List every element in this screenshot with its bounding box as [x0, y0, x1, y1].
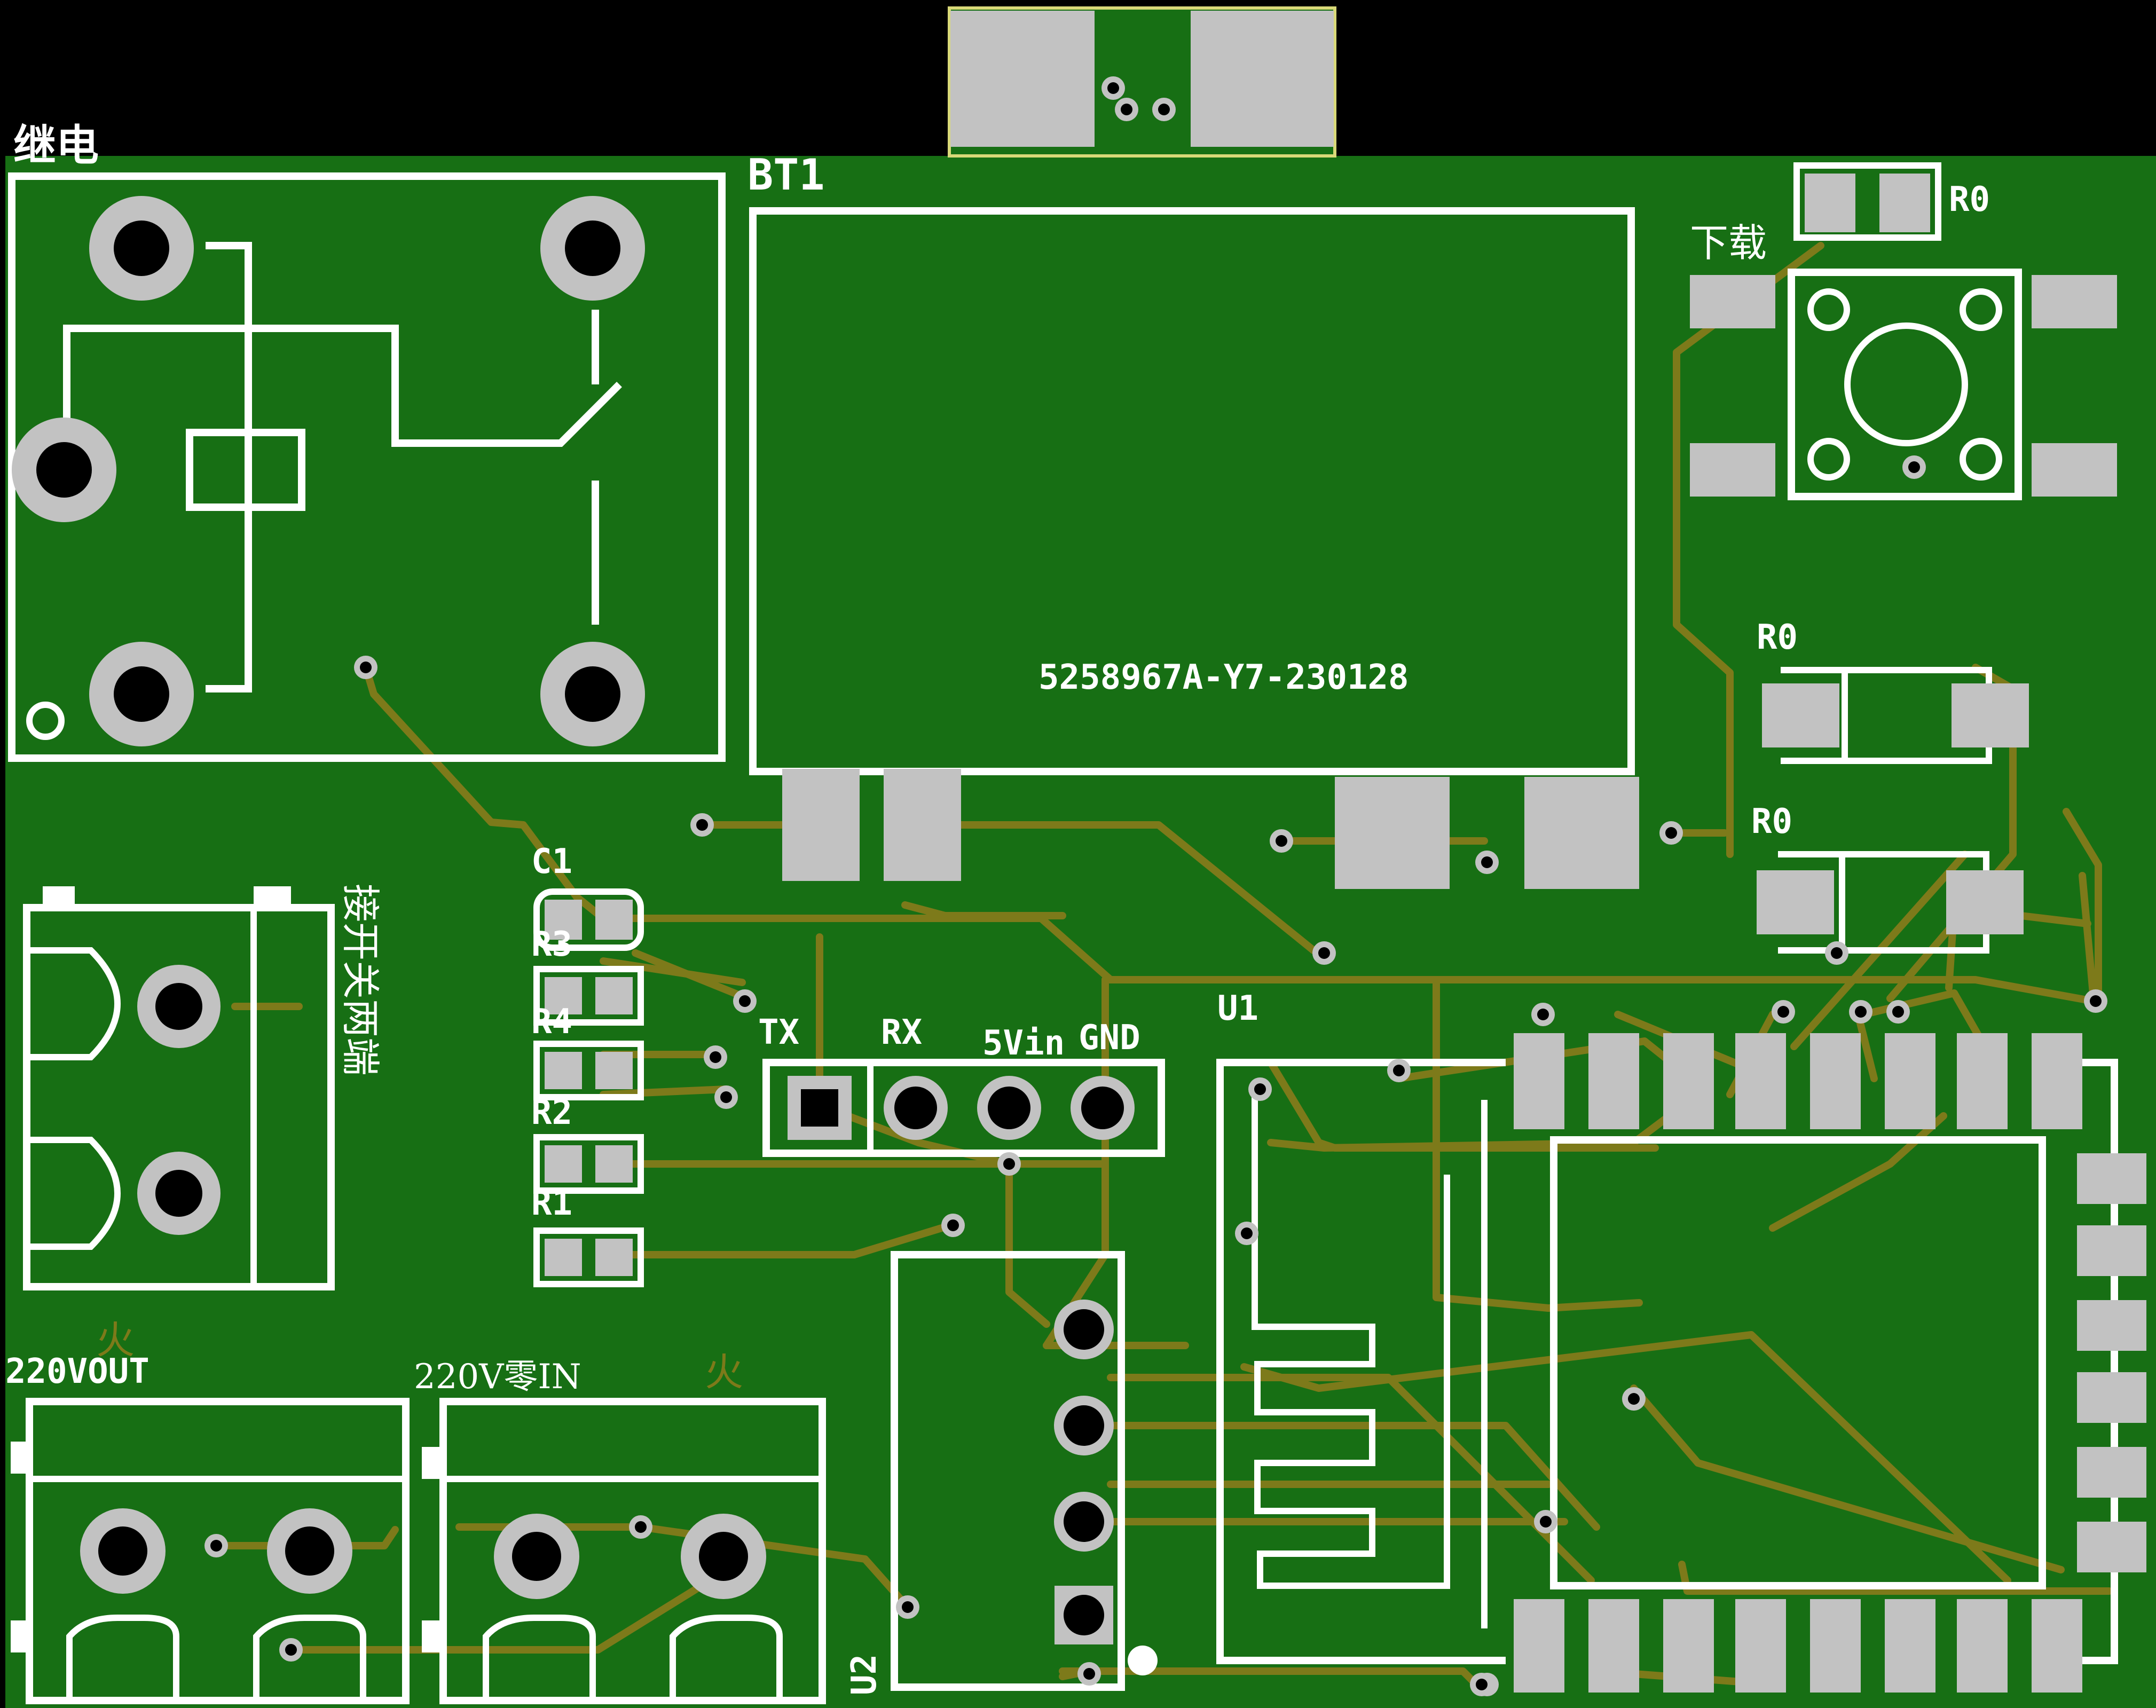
svg-text:R2: R2: [531, 1093, 572, 1132]
terminal-220v-out: 火 220VOUT: [5, 1318, 410, 1704]
download-button: [1690, 269, 2117, 500]
terminal-220v-in: 220V零IN 火: [414, 1350, 826, 1704]
svg-text:R0: R0: [1949, 180, 1990, 219]
svg-text:R3: R3: [531, 925, 572, 964]
svg-text:5Vin: 5Vin: [982, 1024, 1065, 1063]
relay-outline: [8, 172, 726, 762]
passive-components: C1 R3 R4 R2 R1: [531, 842, 644, 1287]
svg-text:R0: R0: [1757, 618, 1798, 657]
svg-text:R0: R0: [1751, 802, 1792, 841]
svg-text:GND: GND: [1079, 1018, 1140, 1058]
relay-coil: [186, 429, 305, 511]
bt1-pads: [782, 769, 1639, 889]
bt1-code: 5258967A-Y7-230128: [1038, 658, 1409, 697]
usb-connector-pads: [950, 11, 1334, 147]
relay-coil-line: [206, 242, 252, 692]
resistor-r0-top: R0: [1793, 162, 1990, 241]
resistor-r0-mid2: R0: [1751, 802, 2024, 954]
svg-text:TX: TX: [758, 1013, 799, 1052]
usb-tab-outline: [948, 6, 1336, 158]
vias: [204, 76, 2107, 1696]
svg-text:火: 火: [96, 1318, 135, 1363]
relay-contact-line: [63, 325, 622, 447]
svg-text:R1: R1: [531, 1184, 572, 1223]
svg-text:C1: C1: [531, 842, 572, 881]
bt1-label: BT1: [747, 150, 825, 200]
svg-text:U2: U2: [845, 1654, 884, 1695]
svg-text:火: 火: [705, 1350, 743, 1395]
svg-text:220V零IN: 220V零IN: [414, 1357, 581, 1397]
svg-text:U1: U1: [1217, 989, 1258, 1028]
switch-terminals-label: 接开关两端: [338, 884, 383, 1076]
uart-header: TX RX 5Vin GND: [758, 1013, 1165, 1157]
bt1-outline: [749, 207, 1635, 775]
svg-text:RX: RX: [881, 1013, 922, 1052]
relay-k1: 继电: [8, 121, 726, 762]
resistor-r0-mid1: R0: [1757, 618, 2029, 764]
module-u2: U2: [845, 1251, 1158, 1695]
download-label: 下载: [1690, 221, 1767, 265]
svg-text:220VOUT: 220VOUT: [5, 1352, 149, 1391]
power-module-bt1: BT1 5258967A-Y7-230128: [747, 150, 1639, 889]
relay-pads: [12, 196, 645, 746]
relay-pin1-marker: [26, 702, 65, 740]
relay-label: 继电: [13, 121, 99, 170]
module-u1: U1: [1216, 989, 2146, 1693]
switch-terminal: 接开关两端: [23, 884, 383, 1290]
svg-text:R4: R4: [531, 1002, 572, 1042]
